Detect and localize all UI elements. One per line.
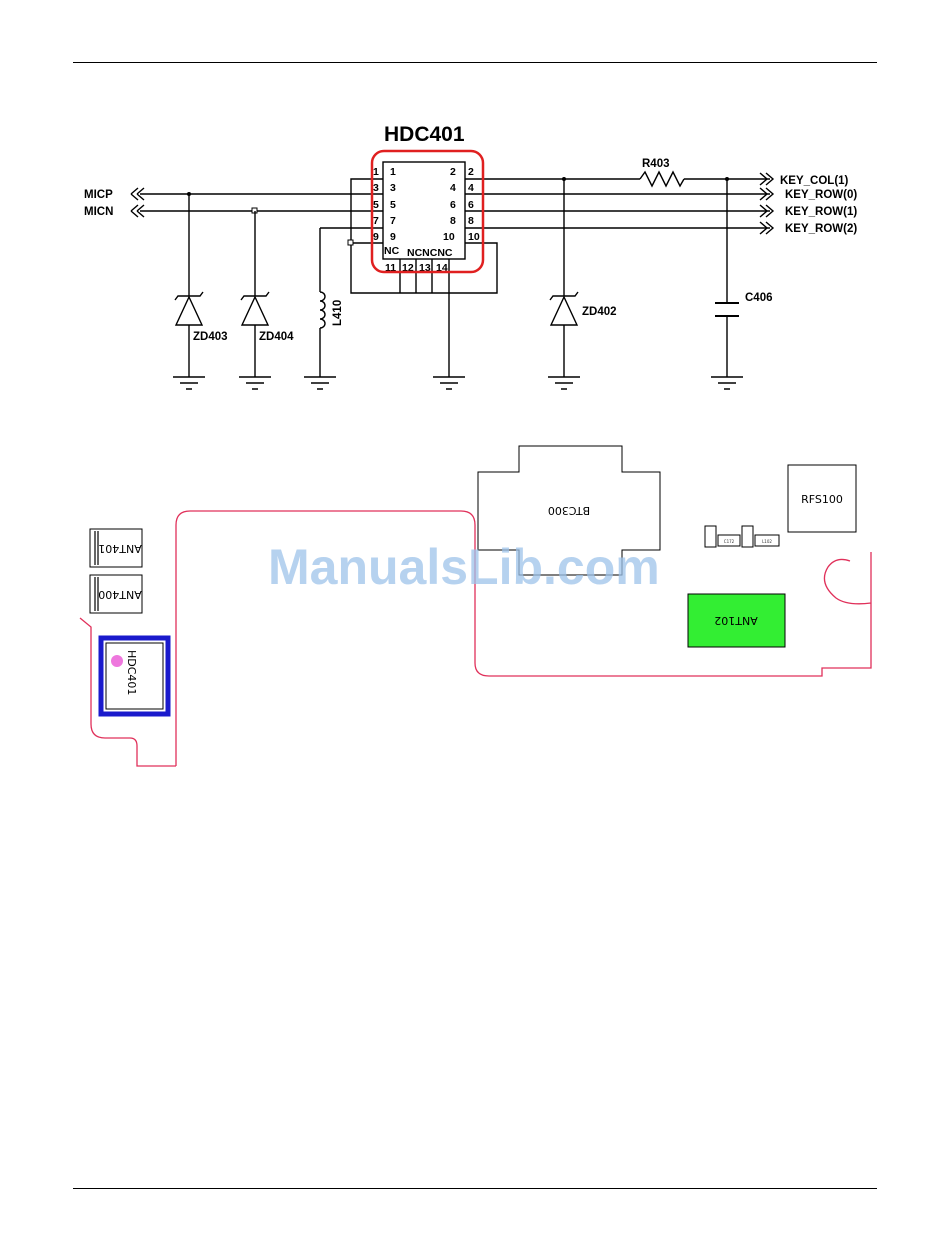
zd404-label: ZD404 xyxy=(259,331,294,343)
key-row2-label: KEY_ROW(2) xyxy=(785,223,857,235)
svg-text:8: 8 xyxy=(468,215,474,227)
zd403-diode xyxy=(175,194,203,377)
svg-text:1: 1 xyxy=(373,166,379,178)
key-row1-label: KEY_ROW(1) xyxy=(785,206,857,218)
svg-text:2: 2 xyxy=(468,166,474,178)
zd404-diode xyxy=(241,211,269,377)
svg-text:1: 1 xyxy=(390,166,396,178)
micn-net: MICN xyxy=(84,205,383,218)
ant400-part: ANT400 xyxy=(90,575,142,613)
ant401-part: ANT401 xyxy=(90,529,142,567)
zd403-label: ZD403 xyxy=(193,331,228,343)
svg-text:10: 10 xyxy=(468,231,480,243)
svg-text:5: 5 xyxy=(390,199,396,211)
hdc401-label: HDC401 xyxy=(125,650,138,695)
zd402-label: ZD402 xyxy=(582,306,617,318)
c406-capacitor xyxy=(715,179,739,377)
key-row0-label: KEY_ROW(0) xyxy=(785,189,857,201)
svg-text:9: 9 xyxy=(373,231,379,243)
key-col1-label: KEY_COL(1) xyxy=(780,175,849,187)
l410-label: L410 xyxy=(332,300,344,326)
pcb-layout: BTC300 RFS100 C172 L102 ANT102 ANT401 xyxy=(80,446,871,766)
rfs100-part: RFS100 xyxy=(788,465,856,532)
ant102-part: ANT102 xyxy=(688,594,785,647)
svg-text:NCNCNC: NCNCNC xyxy=(407,247,453,259)
svg-text:8: 8 xyxy=(450,215,456,227)
c172-label: C172 xyxy=(724,539,735,544)
micp-label: MICP xyxy=(84,189,113,201)
svg-text:6: 6 xyxy=(468,199,474,211)
svg-text:4: 4 xyxy=(450,182,456,194)
svg-text:7: 7 xyxy=(390,215,396,227)
r403-resistor xyxy=(640,172,684,186)
micp-net: MICP xyxy=(84,188,383,201)
zd402-diode xyxy=(550,179,578,377)
hdc401-part: HDC401 xyxy=(101,638,168,714)
rfs100-label: RFS100 xyxy=(801,493,843,506)
schematic: HDC401 MICP MICN xyxy=(84,123,857,389)
small-smd-parts: C172 L102 xyxy=(705,526,779,547)
svg-text:6: 6 xyxy=(450,199,456,211)
micn-label: MICN xyxy=(84,206,113,218)
svg-text:3: 3 xyxy=(390,182,396,194)
pin1-marker xyxy=(111,655,123,667)
right-connector-chevrons xyxy=(760,173,773,234)
ant400-label: ANT400 xyxy=(98,588,141,601)
svg-text:NC: NC xyxy=(384,245,400,257)
svg-text:7: 7 xyxy=(373,215,379,227)
l102-label: L102 xyxy=(762,539,772,544)
svg-text:2: 2 xyxy=(450,166,456,178)
btc300-label: BTC300 xyxy=(548,504,590,517)
svg-text:4: 4 xyxy=(468,182,474,194)
c406-label: C406 xyxy=(745,292,773,304)
ant401-label: ANT401 xyxy=(98,542,141,555)
ground-symbols xyxy=(173,377,743,389)
ant102-label: ANT102 xyxy=(714,614,757,627)
watermark: ManualsLib.com xyxy=(268,539,660,595)
svg-text:9: 9 xyxy=(390,231,396,243)
svg-text:10: 10 xyxy=(443,231,455,243)
l410-inductor xyxy=(320,228,325,377)
svg-text:3: 3 xyxy=(373,182,379,194)
schematic-title: HDC401 xyxy=(384,123,465,146)
svg-text:5: 5 xyxy=(373,199,379,211)
r403-label: R403 xyxy=(642,158,670,170)
